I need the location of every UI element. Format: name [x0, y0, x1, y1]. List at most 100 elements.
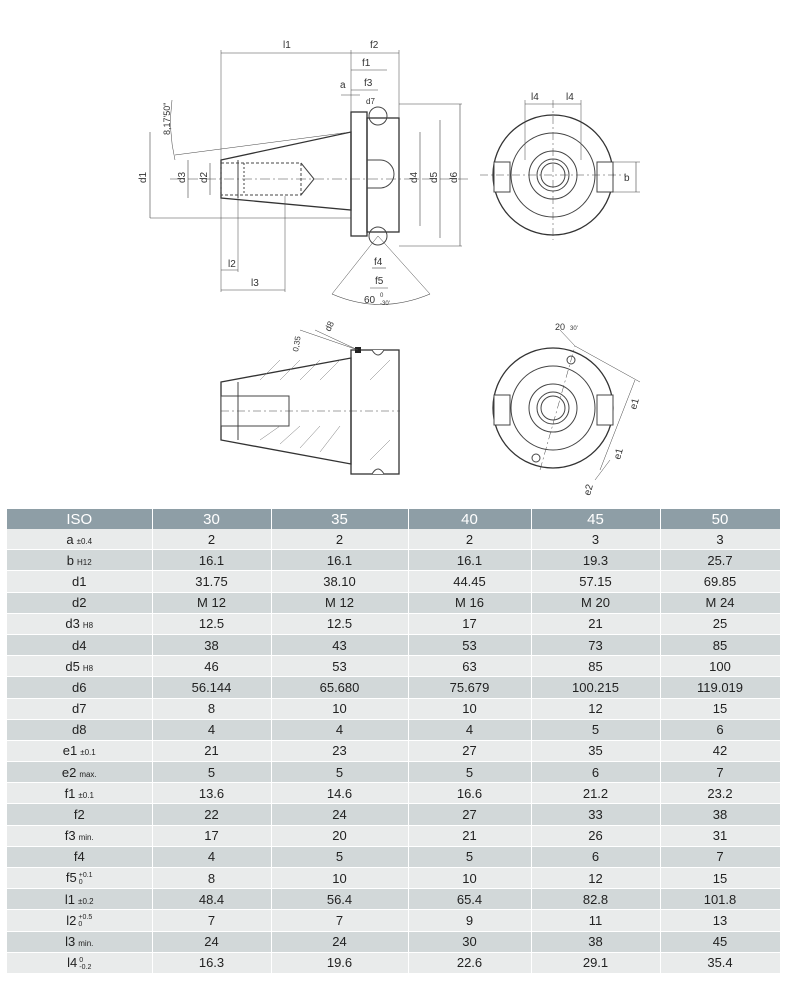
table-cell: 19.3 — [531, 549, 661, 572]
table-cell: 65.4 — [408, 888, 532, 911]
label-d5: d5 — [429, 171, 440, 183]
label-l4-left: l4 — [531, 92, 539, 103]
table-cell: 29.1 — [531, 952, 661, 974]
table-cell: 12.5 — [152, 613, 272, 635]
label-a: a — [340, 80, 346, 91]
table-cell: 7 — [152, 909, 272, 932]
tolerance-upper: +0.1 — [78, 871, 93, 879]
row-tolerance: H12 — [77, 557, 92, 567]
table-cell: 15 — [660, 698, 781, 720]
table-cell: 44.45 — [408, 570, 532, 593]
table-cell: 10 — [408, 698, 532, 720]
row-name: l3 — [65, 934, 76, 950]
table-cell: 6 — [660, 719, 781, 741]
row-label: a±0.4 — [7, 529, 153, 551]
row-label: d2 — [7, 592, 153, 614]
row-name: d3 — [65, 616, 80, 632]
table-cell: 46 — [152, 655, 272, 678]
table-cell: 20 — [271, 825, 409, 847]
table-cell: 4 — [271, 719, 409, 741]
table-cell: 16.6 — [408, 782, 532, 805]
table-cell: 31 — [660, 825, 781, 847]
table-cell: 21 — [531, 613, 661, 635]
row-label: d4 — [7, 634, 153, 657]
table-cell: 12 — [531, 698, 661, 720]
technical-drawing: l1 f2 f1 a f3 d7 8,17'50" d1 d3 d2 d4 d5… — [138, 40, 642, 497]
tolerance-lower: -0.2 — [79, 963, 92, 971]
table-cell: 25.7 — [660, 549, 781, 572]
table-cell: 35.4 — [660, 952, 781, 974]
side-view — [149, 50, 470, 305]
row-name: f4 — [73, 849, 85, 865]
row-name: l1 — [64, 891, 76, 907]
table-cell: 3 — [531, 529, 661, 551]
table-cell: 17 — [408, 613, 532, 635]
table-cell: 100.215 — [531, 676, 661, 699]
table-cell: 16.3 — [152, 952, 272, 974]
table-cell: 21 — [408, 825, 532, 847]
table-cell: 22.6 — [408, 952, 532, 974]
header-50: 50 — [660, 509, 781, 529]
tolerance-lower: 0 — [78, 921, 83, 929]
label-f1: f1 — [362, 58, 371, 69]
table-cell: 10 — [271, 698, 409, 720]
label-f3: f3 — [364, 78, 373, 89]
tolerance-upper: +0.5 — [78, 914, 93, 922]
table-cell: 2 — [152, 529, 272, 551]
table-cell: 6 — [531, 761, 661, 784]
table-cell: 5 — [531, 719, 661, 741]
table-cell: 45 — [660, 931, 781, 953]
table-cell: 12.5 — [271, 613, 409, 635]
row-name: d2 — [72, 595, 87, 611]
table-cell: 16.1 — [271, 549, 409, 572]
label-f4: f4 — [374, 257, 383, 268]
row-name: d1 — [72, 573, 87, 589]
row-name: f1 — [64, 785, 76, 801]
label-sixty-tol-bot: -30' — [380, 301, 390, 307]
row-name: a — [66, 531, 74, 547]
row-name: l2 — [66, 912, 77, 928]
end-view-top — [480, 100, 640, 240]
table-cell: 16.1 — [408, 549, 532, 572]
table-cell: 5 — [271, 761, 409, 784]
label-d8: d8 — [323, 320, 336, 333]
table-cell: 14.6 — [271, 782, 409, 805]
label-f5: f5 — [375, 276, 384, 287]
table-cell: 5 — [408, 761, 532, 784]
table-cell: 21 — [152, 740, 272, 763]
table-cell: 5 — [271, 846, 409, 869]
table-cell: 119.019 — [660, 676, 781, 699]
row-tolerance: ±0.2 — [78, 896, 94, 906]
tolerance-upper: 0 — [79, 956, 84, 964]
section-view — [220, 329, 400, 475]
header-iso: ISO — [7, 509, 153, 529]
table-cell: 56.144 — [152, 676, 272, 699]
header-40: 40 — [408, 509, 532, 529]
row-tolerance: ±0.1 — [80, 748, 96, 758]
table-cell: 33 — [531, 803, 661, 826]
row-tolerance: ±0.4 — [76, 536, 93, 546]
label-l4-right: l4 — [566, 92, 574, 103]
table-cell: 16.1 — [152, 549, 272, 572]
table-cell: 38 — [660, 803, 781, 826]
table-cell: 13 — [660, 909, 781, 932]
table-cell: 43 — [271, 634, 409, 657]
table-cell: 4 — [152, 846, 272, 869]
